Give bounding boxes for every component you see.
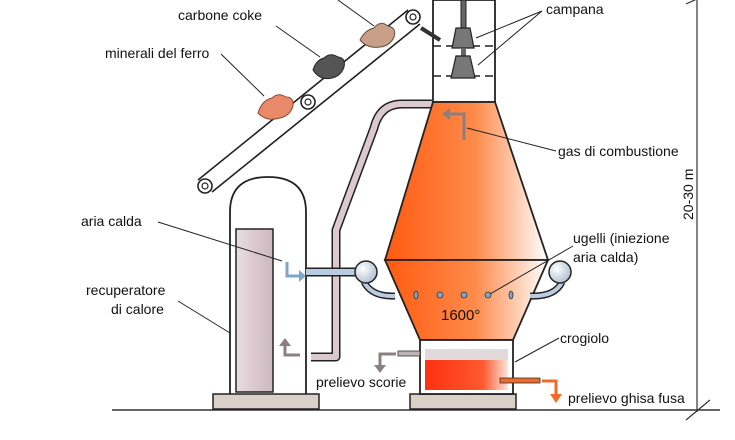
tuyere-nozzle xyxy=(508,290,514,300)
label-carbone-coke: carbone coke xyxy=(178,7,262,23)
tuyere-ring xyxy=(354,260,572,300)
slag-arrow xyxy=(378,352,396,366)
leader-line xyxy=(475,10,543,39)
limestone-icon xyxy=(359,22,396,48)
label-prelievo-scorie: prelievo scorie xyxy=(316,374,406,390)
leader-line xyxy=(477,10,543,66)
coke-icon xyxy=(312,54,345,80)
label-recuperatore-line2: di calore xyxy=(111,301,164,317)
height-tick-top xyxy=(685,0,697,5)
leader-line xyxy=(489,245,574,295)
recuperator-gas-arrow xyxy=(283,345,300,357)
leader-line xyxy=(466,127,557,152)
label-ugelli-line2: aria calda) xyxy=(573,249,638,265)
tuyere-nozzle xyxy=(436,291,444,299)
leader-line xyxy=(220,53,265,97)
height-tick-bottom xyxy=(685,399,711,421)
tuyere-ring-left-bustle xyxy=(354,260,378,284)
leader-line xyxy=(177,300,231,334)
recuperator-base xyxy=(212,393,320,410)
conveyor-belt xyxy=(197,9,421,194)
label-temperatura: 1600° xyxy=(441,307,480,324)
leader-line xyxy=(514,337,560,363)
label-ugelli-line1: ugelli (iniezione xyxy=(573,230,670,246)
label-campana: campana xyxy=(546,1,604,17)
tuyere-ring-right-bustle xyxy=(548,260,572,284)
label-crogiolo: crogiolo xyxy=(560,330,609,346)
tuyere-nozzle xyxy=(413,290,419,300)
tuyere-nozzle xyxy=(484,291,492,299)
slag-layer xyxy=(425,349,508,360)
leader-line xyxy=(275,25,321,58)
iron-tap xyxy=(499,377,541,384)
iron-arrow xyxy=(542,379,558,395)
label-prelievo-ghisa: prelievo ghisa fusa xyxy=(568,390,685,406)
height-label: 20-30 m xyxy=(680,169,696,220)
upper-bell xyxy=(451,27,475,49)
charging-chute xyxy=(419,26,442,42)
leader-line xyxy=(337,0,375,27)
molten-iron xyxy=(425,360,508,390)
gas-pipe xyxy=(311,101,432,360)
leader-line xyxy=(157,221,283,262)
heat-recuperator xyxy=(212,176,320,410)
furnace-base xyxy=(409,393,517,410)
blast-furnace xyxy=(383,0,550,395)
lower-bell xyxy=(450,55,476,79)
iron-ore-icon xyxy=(257,94,294,120)
recuperator-inner-chamber xyxy=(235,228,274,393)
label-minerali: minerali del ferro xyxy=(105,45,209,61)
label-recuperatore-line1: recuperatore xyxy=(86,282,166,298)
hot-air-arrow xyxy=(285,262,299,278)
tuyere-nozzle xyxy=(460,291,468,299)
label-gas: gas di combustione xyxy=(558,143,679,159)
gas-flow-arrow xyxy=(450,112,466,140)
label-aria-calda: aria calda xyxy=(81,213,142,229)
slag-tap xyxy=(397,350,421,357)
